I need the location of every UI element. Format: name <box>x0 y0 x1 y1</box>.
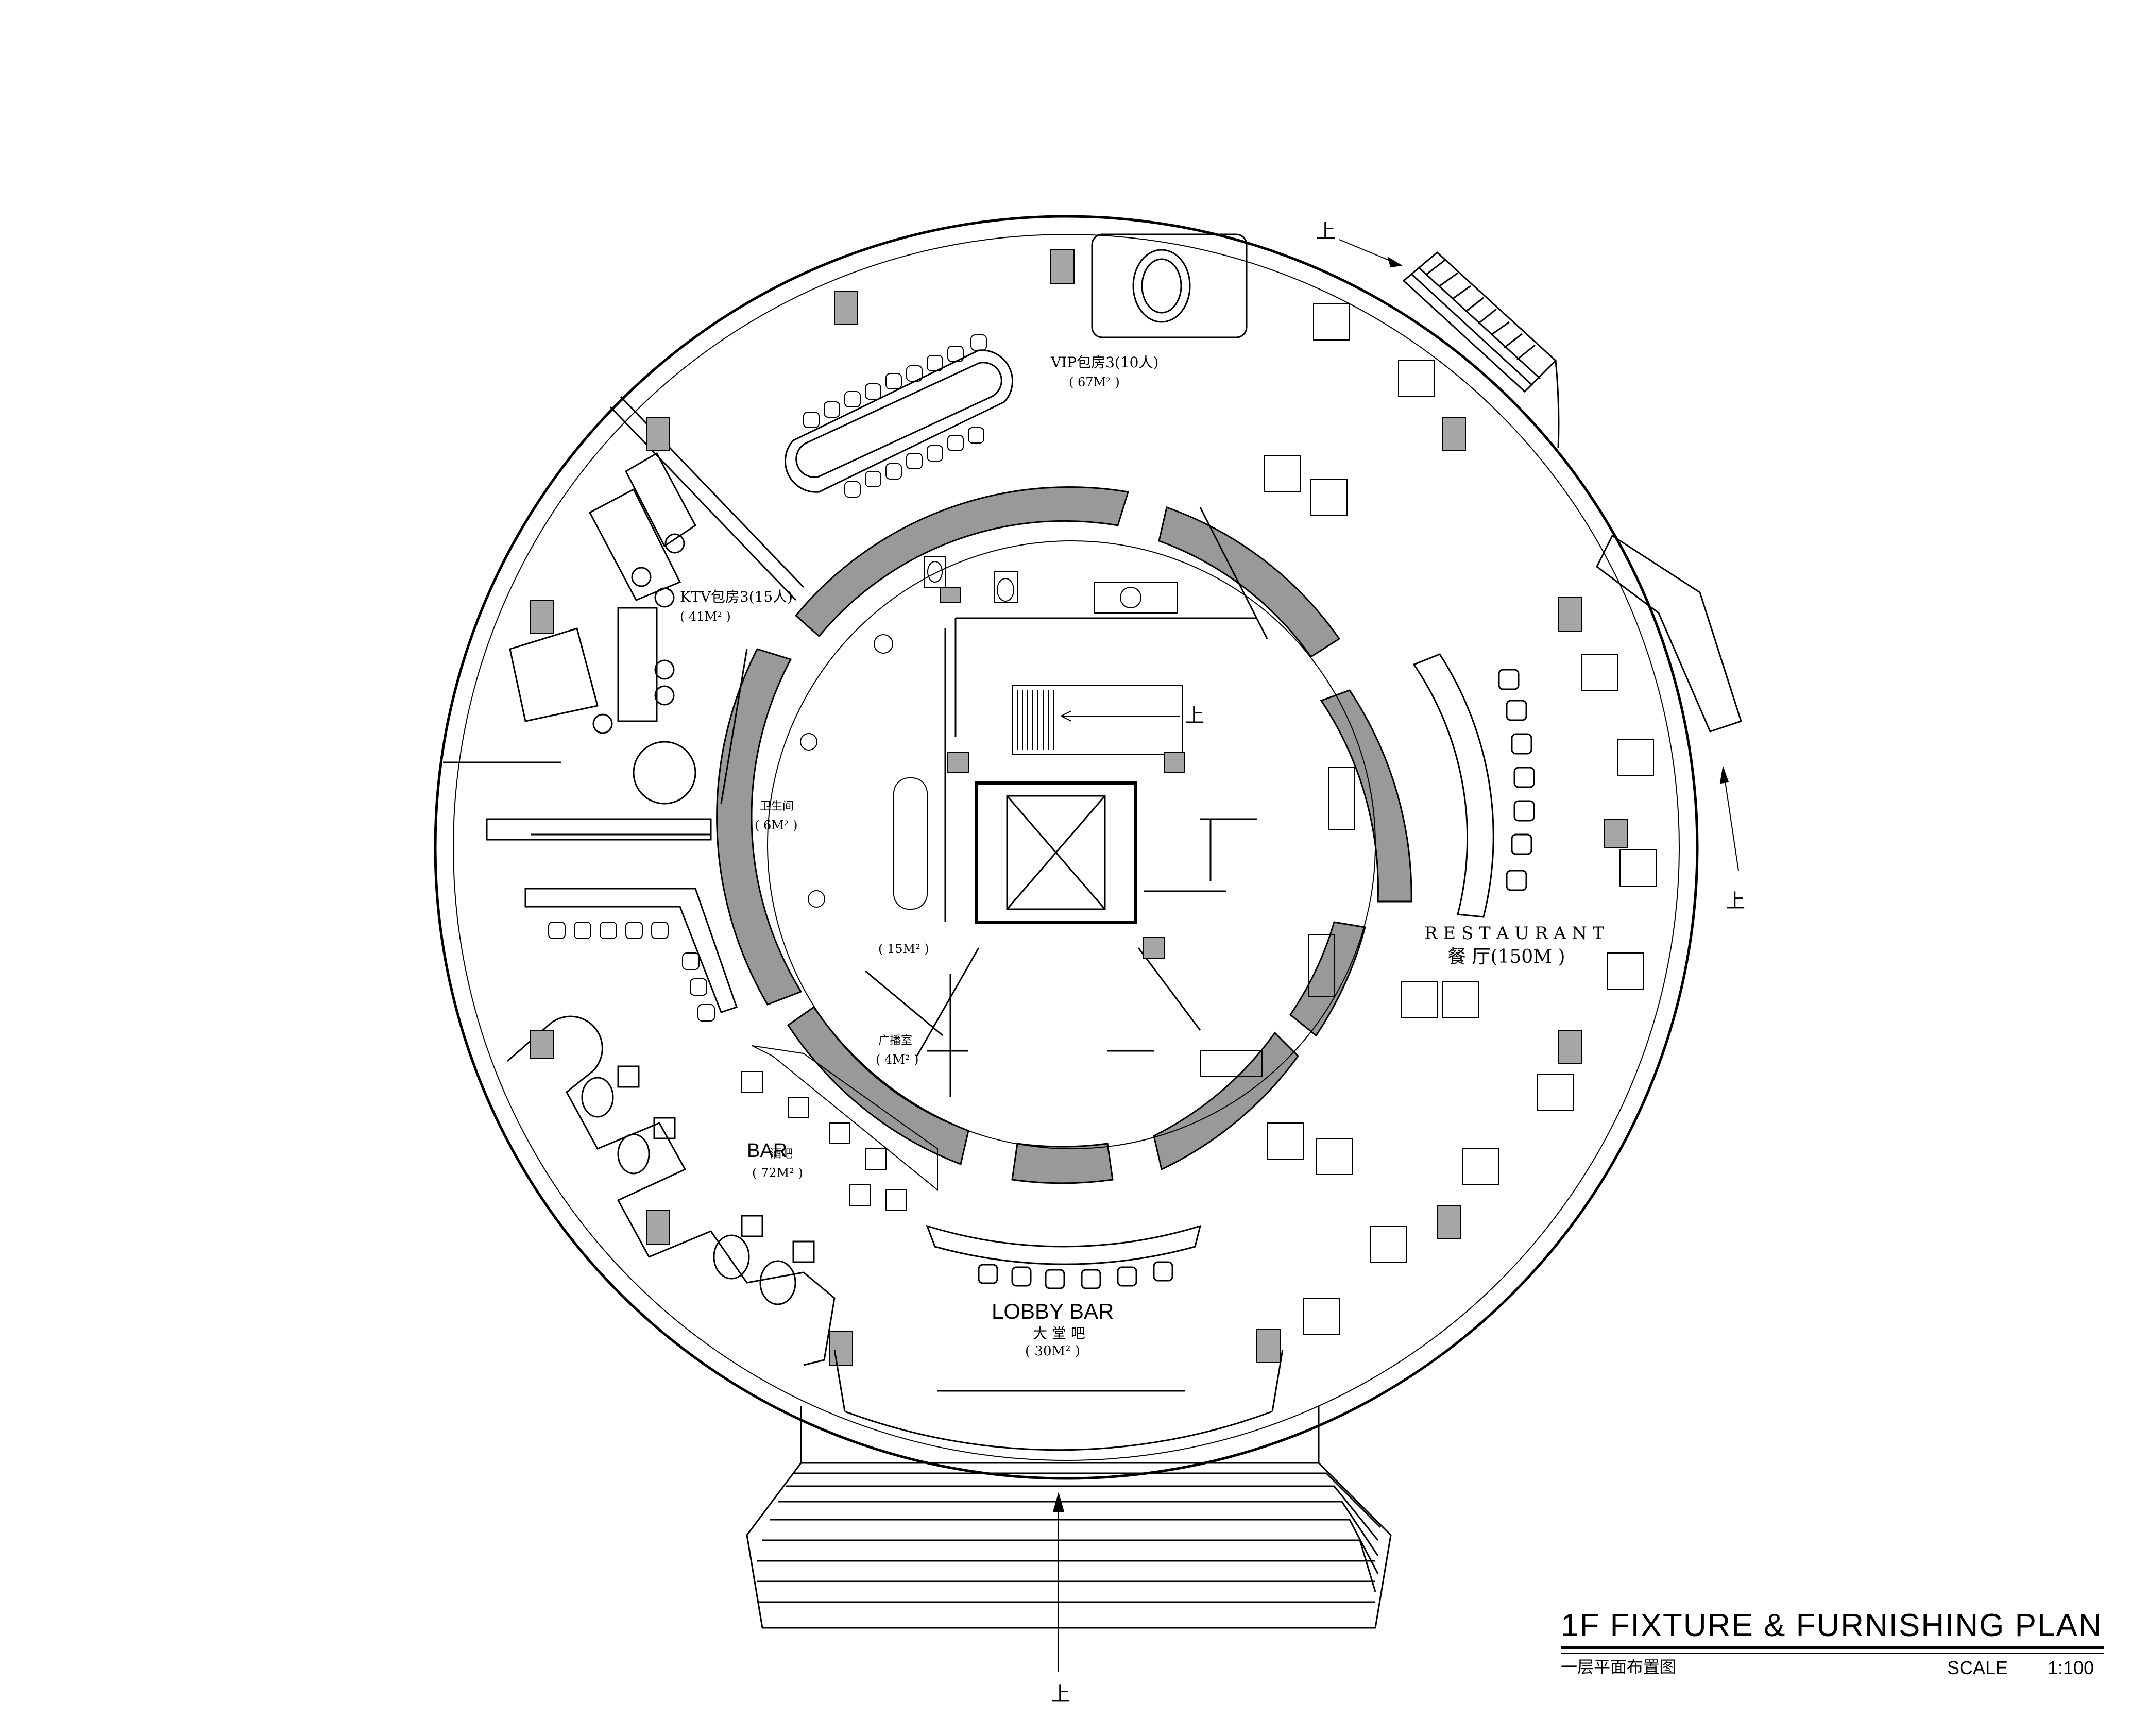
lobby-bar <box>926 1224 1202 1289</box>
vip-chairs <box>803 334 987 498</box>
upper-right-stair <box>1402 251 1560 449</box>
ktv-room-name: KTV包房3(15人) <box>680 588 793 605</box>
broadcast-room-name: 广播室 <box>878 1034 913 1047</box>
up-label-right: 上 <box>1726 890 1746 912</box>
dining-tables <box>1200 303 1657 1335</box>
wc-area: ( 6M² ) <box>755 818 798 832</box>
up-label-bottom: 上 <box>1051 1683 1071 1706</box>
wc-name: 卫生间 <box>760 800 794 813</box>
core-walls <box>865 507 1268 1097</box>
restaurant-sub-name: 餐 厅(150M ) <box>1447 946 1565 967</box>
lobby-bar-sub-name: 大 堂 吧 <box>1033 1325 1085 1342</box>
up-arrows <box>1052 239 1739 1672</box>
plan-subtitle: 一层平面布置图 <box>1561 1657 1677 1677</box>
title-underline-thin <box>1561 1653 2104 1654</box>
ktv-sofas <box>509 452 696 805</box>
partitions <box>443 396 805 841</box>
bar-sub-name: 酒吧 <box>770 1148 793 1161</box>
columns <box>530 249 1628 1366</box>
toilets <box>800 556 1178 910</box>
center-area: ( 15M² ) <box>878 942 929 956</box>
lobby-bar-area: ( 30M² ) <box>1025 1343 1080 1359</box>
core-ring <box>716 486 1412 1184</box>
stair <box>1012 685 1183 755</box>
bar-stools <box>548 922 715 1022</box>
bar-counter <box>524 888 738 1013</box>
scale-label: SCALE <box>1947 1657 2008 1678</box>
up-label-stair: 上 <box>1185 704 1205 727</box>
vip-room-name: VIP包房3(10人) <box>1051 354 1159 371</box>
bar-lounge-seating <box>507 1015 836 1366</box>
bar-area: ( 72M² ) <box>752 1166 803 1180</box>
vip-sofa <box>1091 233 1248 338</box>
vip-conference-table <box>784 349 1014 493</box>
title-underline-thick <box>1561 1646 2104 1649</box>
right-ramp <box>1596 534 1742 733</box>
restaurant-counter <box>1412 653 1535 918</box>
elevator <box>975 781 1137 924</box>
ktv-room-area: ( 41M² ) <box>680 609 731 624</box>
outer-wall-inner-line <box>453 234 1680 1461</box>
outer-wall <box>434 215 1699 1480</box>
scale-value: 1:100 <box>2048 1657 2094 1678</box>
restaurant-name: R E S T A U R A N T <box>1424 923 1605 944</box>
bar-name: BAR <box>747 1140 788 1162</box>
up-label-top: 上 <box>1316 220 1336 243</box>
entrance-steps <box>746 1349 1392 1629</box>
bar-tables <box>741 1045 938 1211</box>
vip-room-area: ( 67M² ) <box>1069 375 1120 389</box>
broadcast-room-area: ( 4M² ) <box>876 1052 919 1067</box>
lobby-bar-name: LOBBY BAR <box>992 1299 1114 1323</box>
plan-title: 1F FIXTURE & FURNISHING PLAN <box>1561 1608 2103 1643</box>
inner-ring-line <box>767 540 1376 1149</box>
